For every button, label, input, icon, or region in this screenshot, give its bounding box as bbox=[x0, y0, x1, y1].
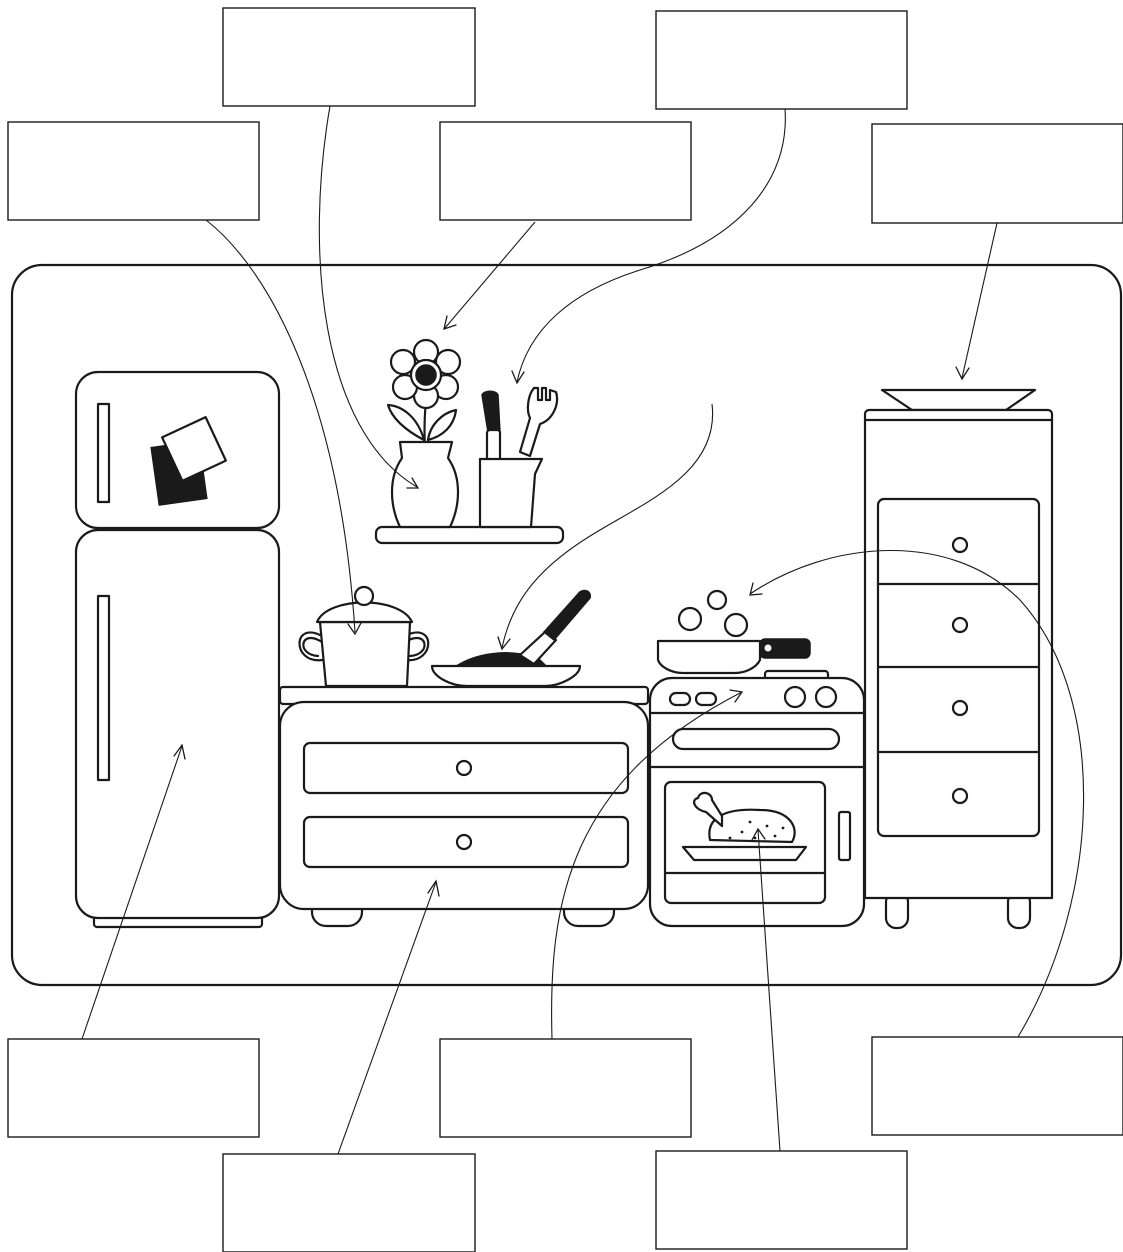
tall-cabinet bbox=[865, 390, 1052, 928]
fridge-handle bbox=[98, 596, 109, 780]
pan-body bbox=[658, 641, 760, 673]
stove-knob bbox=[785, 687, 805, 707]
stove-knob bbox=[816, 687, 836, 707]
stove-oven bbox=[650, 671, 864, 926]
label-box-smoke[interactable] bbox=[872, 1037, 1123, 1135]
label-box-drawers[interactable] bbox=[223, 1154, 475, 1252]
freezer-handle bbox=[98, 404, 109, 502]
flower-icon bbox=[391, 340, 460, 408]
drawer-cabinet bbox=[280, 702, 648, 909]
oven-window bbox=[665, 782, 825, 903]
label-box-fridge[interactable] bbox=[8, 1039, 259, 1137]
wall-shelf bbox=[376, 527, 563, 543]
burner-switch bbox=[670, 693, 690, 705]
label-box-plate[interactable] bbox=[872, 124, 1123, 223]
counter-drawers bbox=[280, 687, 648, 926]
utensil-cup bbox=[480, 459, 542, 527]
label-box-vase[interactable] bbox=[223, 8, 475, 106]
label-box-flower[interactable] bbox=[440, 122, 691, 220]
burner-switch bbox=[696, 693, 716, 705]
pot-lid-knob bbox=[355, 587, 373, 605]
label-box-oven-food[interactable] bbox=[656, 1151, 907, 1249]
label-box-utensils[interactable] bbox=[656, 11, 907, 109]
oven-handle bbox=[673, 729, 839, 749]
plate bbox=[432, 666, 580, 686]
refrigerator bbox=[76, 372, 279, 927]
oven-tray bbox=[683, 847, 806, 860]
pot-body bbox=[320, 622, 410, 686]
label-box-pot[interactable] bbox=[8, 122, 259, 220]
vase bbox=[392, 442, 458, 527]
label-box-stove[interactable] bbox=[440, 1039, 691, 1137]
